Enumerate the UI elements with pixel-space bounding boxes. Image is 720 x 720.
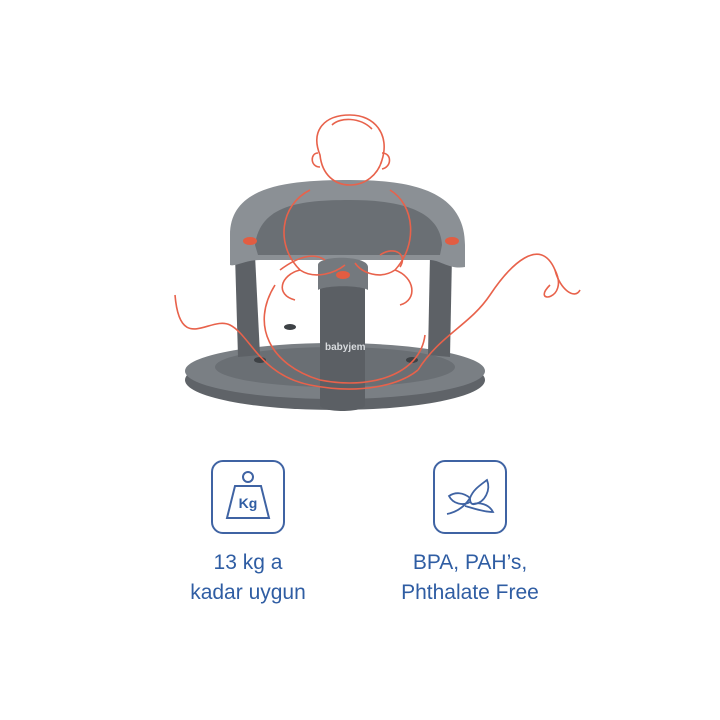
feature-weight-text: 13 kg a kadar uygun: [128, 548, 368, 608]
feature-bpa-free-line2: Phthalate Free: [401, 581, 539, 604]
feature-weight-line1: 13 kg a: [213, 551, 283, 574]
seat-center-column: [320, 262, 365, 411]
bath-seat-illustration: babyjem: [174, 114, 581, 411]
leaf-icon: [433, 460, 507, 534]
feature-bpa-free-line1: BPA, PAH’s,: [412, 551, 528, 574]
product-image: babyjem: [150, 95, 590, 425]
seat-leg-left: [235, 255, 260, 357]
seat-button-right: [445, 237, 459, 245]
feature-weight: Kg 13 kg a kadar uygun: [128, 460, 368, 608]
brand-logo: babyjem: [325, 342, 366, 353]
weight-icon-label: Kg: [238, 495, 258, 511]
feature-weight-line2: kadar uygun: [190, 581, 306, 604]
baby-line-art: [174, 114, 581, 390]
seat-leg-right: [428, 255, 452, 357]
feature-bpa-free-text: BPA, PAH’s, Phthalate Free: [350, 548, 590, 608]
weight-icon: Kg: [211, 460, 285, 534]
feature-bpa-free: BPA, PAH’s, Phthalate Free: [350, 460, 590, 608]
seat-button-left: [243, 237, 257, 245]
